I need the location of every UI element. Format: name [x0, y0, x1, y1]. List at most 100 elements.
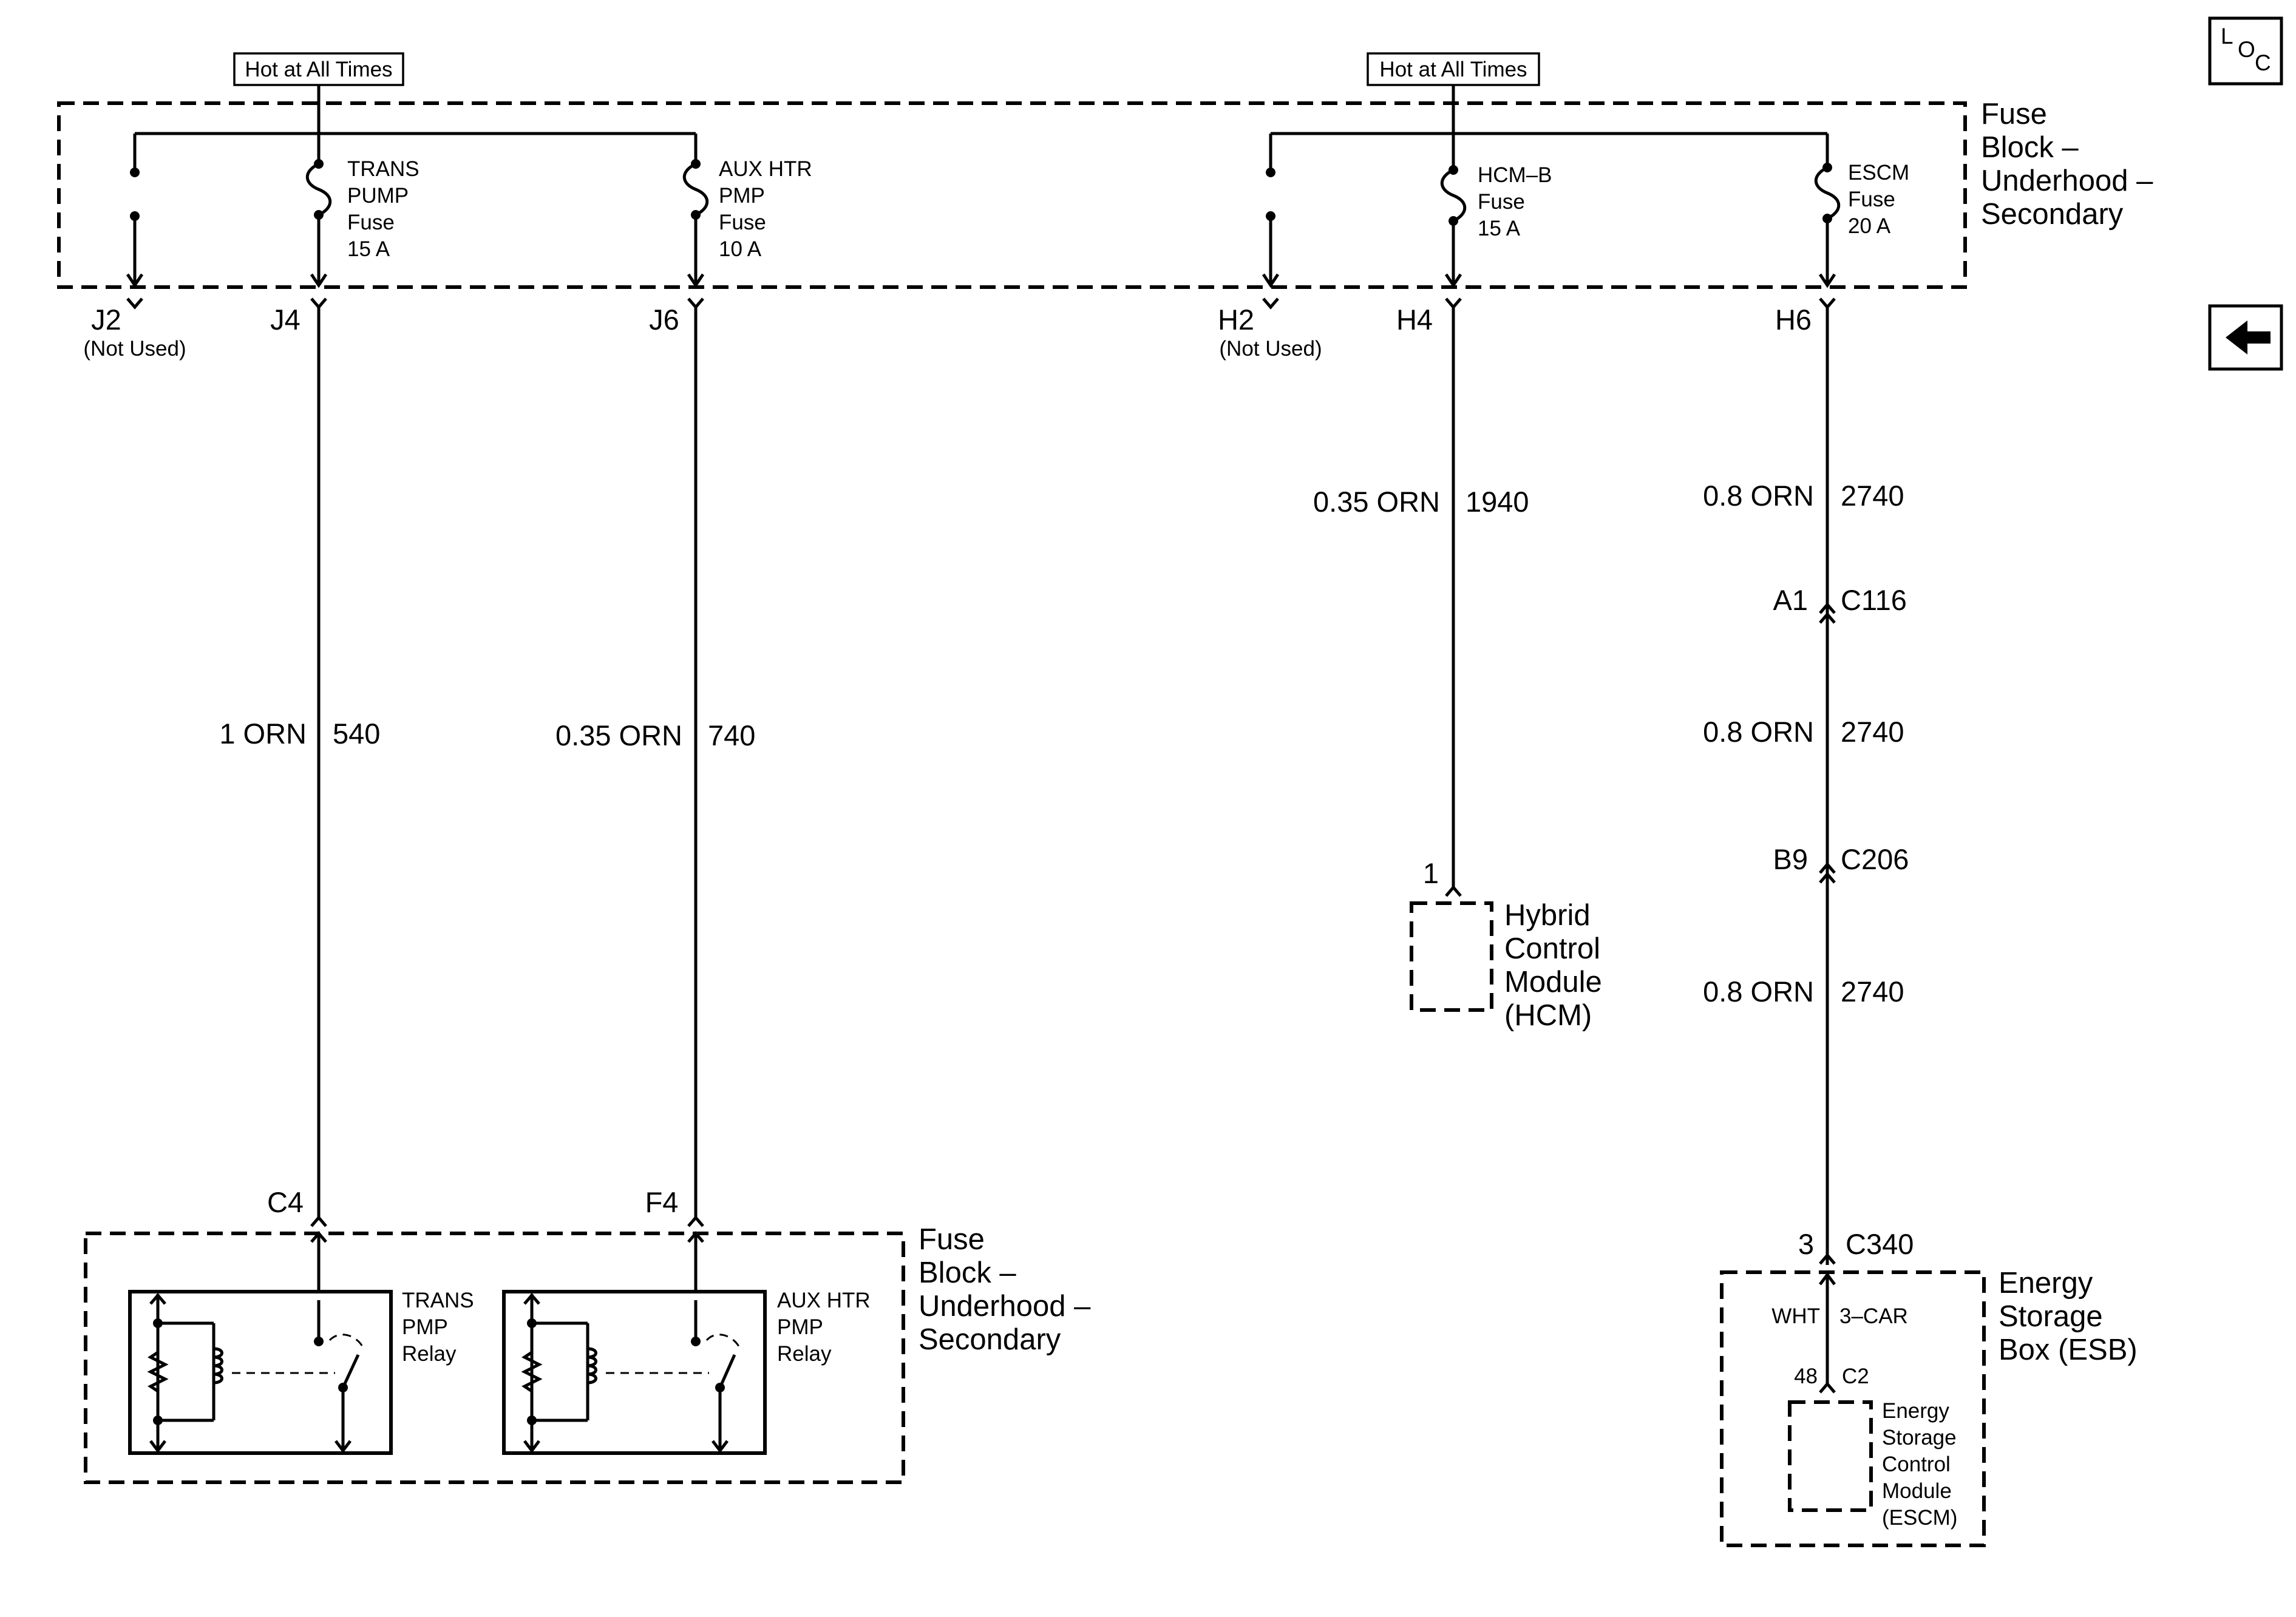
wire-h6-2740: 0.8 ORN 2740 A1 C116 0.8 ORN 2740 B9 C20… [1703, 307, 1914, 1265]
aux-htr-pmp-relay-line1: AUX HTR [777, 1289, 871, 1312]
wire-h6-seg3-gauge-color: 0.8 ORN [1703, 975, 1814, 1008]
aux-htr-pmp-fuse [682, 134, 709, 288]
connector-f4: F4 [645, 1186, 704, 1227]
trans-pmp-relay: TRANS PMP Relay [128, 1231, 474, 1455]
wire-h6-seg3-circuit: 2740 [1841, 975, 1904, 1008]
wire-j6-gauge-color: 0.35 ORN [555, 719, 682, 751]
escm-name-line4: Module [1882, 1479, 1952, 1503]
wire-j4-gauge-color: 1 ORN [219, 717, 307, 750]
c116-label: C116 [1841, 584, 1907, 616]
terminal-h6: H6 [1775, 297, 1836, 336]
connector-c340: 3 C340 [1798, 1228, 1914, 1265]
hot-label-left-text: Hot at All Times [245, 58, 392, 81]
trans-pump-fuse-line4: 15 A [347, 237, 390, 261]
escm-name-line5: (ESCM) [1882, 1506, 1957, 1530]
hcm-b-fuse [1440, 134, 1467, 288]
escm-fuse-line3: 20 A [1848, 214, 1891, 238]
trans-pmp-relay-line2: PMP [402, 1315, 448, 1339]
hcm-name-line2: Control [1504, 932, 1600, 965]
esb-name-line1: Energy [1999, 1267, 2093, 1300]
wire-h6-seg1-circuit: 2740 [1841, 480, 1904, 512]
connector-c116: A1 C116 [1773, 584, 1907, 624]
trans-pmp-relay-line1: TRANS [402, 1289, 474, 1312]
c340-pin: 3 [1798, 1228, 1814, 1260]
hcm-b-fuse-line3: 15 A [1478, 217, 1521, 240]
escm-name-line3: Control [1882, 1453, 1951, 1476]
fuse-block-bottom: Fuse Block – Underhood – Secondary [84, 1223, 1091, 1484]
fuse-block-bottom-name-line2: Block – [919, 1256, 1016, 1289]
aux-htr-pmp-fuse-line3: Fuse [719, 211, 766, 234]
fuse-block-top-name-line1: Fuse [1981, 98, 2047, 131]
c206-label: C206 [1841, 843, 1909, 875]
loc-letter-c: C [2255, 50, 2271, 75]
j2-unused-switch [126, 134, 144, 288]
esb-wire-circuit: 3–CAR [1839, 1304, 1908, 1328]
h2-unused-switch [1262, 134, 1280, 288]
terminal-h4-label: H4 [1396, 303, 1433, 336]
trans-pump-fuse [305, 134, 332, 288]
trans-pmp-relay-line3: Relay [402, 1342, 457, 1366]
trans-pump-fuse-line2: PUMP [347, 184, 409, 208]
wire-h6-seg2-circuit: 2740 [1841, 716, 1904, 748]
wire-j4-circuit: 540 [333, 717, 380, 750]
aux-htr-pmp-fuse-line4: 10 A [719, 237, 762, 261]
terminal-j2-label: J2 [91, 303, 121, 336]
energy-storage-control-module: Energy Storage Control Module (ESCM) [1788, 1399, 1957, 1530]
arrow-left-icon [2226, 320, 2271, 354]
fuse-block-top-name-line2: Block – [1981, 131, 2079, 164]
wire-j6-circuit: 740 [708, 719, 755, 751]
aux-htr-pmp-fuse-line1: AUX HTR [719, 157, 812, 181]
aux-htr-pmp-fuse-line2: PMP [719, 184, 765, 208]
trans-pump-fuse-line1: TRANS [347, 157, 419, 181]
terminal-j2: J2 (Not Used) [83, 297, 186, 361]
terminal-h4: H4 [1396, 297, 1462, 336]
wire-j4-540: 1 ORN 540 [219, 307, 380, 1217]
esb-pin: 48 [1794, 1364, 1818, 1388]
terminal-h6-label: H6 [1775, 303, 1812, 336]
fuse-block-bottom-name-line4: Secondary [919, 1323, 1061, 1356]
f4-label: F4 [645, 1186, 679, 1218]
loc-letter-o: O [2238, 37, 2255, 62]
back-button[interactable] [2208, 304, 2283, 371]
terminal-j6-label: J6 [649, 303, 679, 336]
esb-wire-color: WHT [1771, 1304, 1820, 1328]
fuse-block-top-name-line3: Underhood – [1981, 164, 2153, 197]
terminal-j4: J4 [270, 297, 327, 336]
aux-htr-pmp-relay-line2: PMP [777, 1315, 823, 1339]
esb-name-line2: Storage [1999, 1300, 2103, 1333]
loc-letter-l: L [2221, 24, 2233, 49]
fuse-block-top: TRANS PUMP Fuse 15 A AUX HTR PMP Fuse 10… [57, 98, 2153, 289]
wire-j6-740: 0.35 ORN 740 [555, 307, 755, 1217]
hcm-name-line1: Hybrid [1504, 899, 1591, 932]
aux-htr-pmp-relay: AUX HTR PMP Relay [502, 1231, 871, 1455]
terminal-h2-note: (Not Used) [1219, 337, 1322, 361]
hybrid-control-module: Hybrid Control Module (HCM) [1410, 899, 1602, 1032]
wire-h4-gauge-color: 0.35 ORN [1313, 486, 1440, 518]
terminal-h2: H2 (Not Used) [1218, 297, 1322, 361]
hcm-name-line4: (HCM) [1504, 999, 1592, 1032]
fuse-block-bottom-name-line1: Fuse [919, 1223, 985, 1256]
hcm-b-fuse-line2: Fuse [1478, 190, 1525, 214]
c340-label: C340 [1846, 1228, 1914, 1260]
fuse-block-top-name-line4: Secondary [1981, 198, 2124, 231]
connector-c206: B9 C206 [1773, 843, 1909, 884]
trans-pump-fuse-line3: Fuse [347, 211, 395, 234]
aux-htr-pmp-relay-line3: Relay [777, 1342, 832, 1366]
wire-h4-circuit: 1940 [1466, 486, 1529, 518]
wire-h4-1940: 0.35 ORN 1940 1 [1313, 307, 1529, 897]
esb-connector: C2 [1842, 1364, 1869, 1388]
energy-storage-box: WHT 3–CAR 48 C2 Energy Storage Control M… [1720, 1267, 2138, 1547]
hot-at-all-times-right: Hot at All Times [1367, 52, 1540, 86]
esb-name-line3: Box (ESB) [1999, 1334, 2138, 1366]
terminal-j4-label: J4 [270, 303, 301, 336]
wire-h6-seg2-gauge-color: 0.8 ORN [1703, 716, 1814, 748]
escm-fuse-line1: ESCM [1848, 161, 1909, 185]
wire-h6-seg1-gauge-color: 0.8 ORN [1703, 480, 1814, 512]
hot-at-all-times-left: Hot at All Times [233, 52, 404, 86]
loc-button[interactable]: L O C [2208, 16, 2283, 86]
escm-fuse-line2: Fuse [1848, 188, 1895, 211]
escm-name-line2: Storage [1882, 1426, 1957, 1449]
c4-label: C4 [267, 1186, 304, 1218]
connector-c4: C4 [267, 1186, 327, 1227]
